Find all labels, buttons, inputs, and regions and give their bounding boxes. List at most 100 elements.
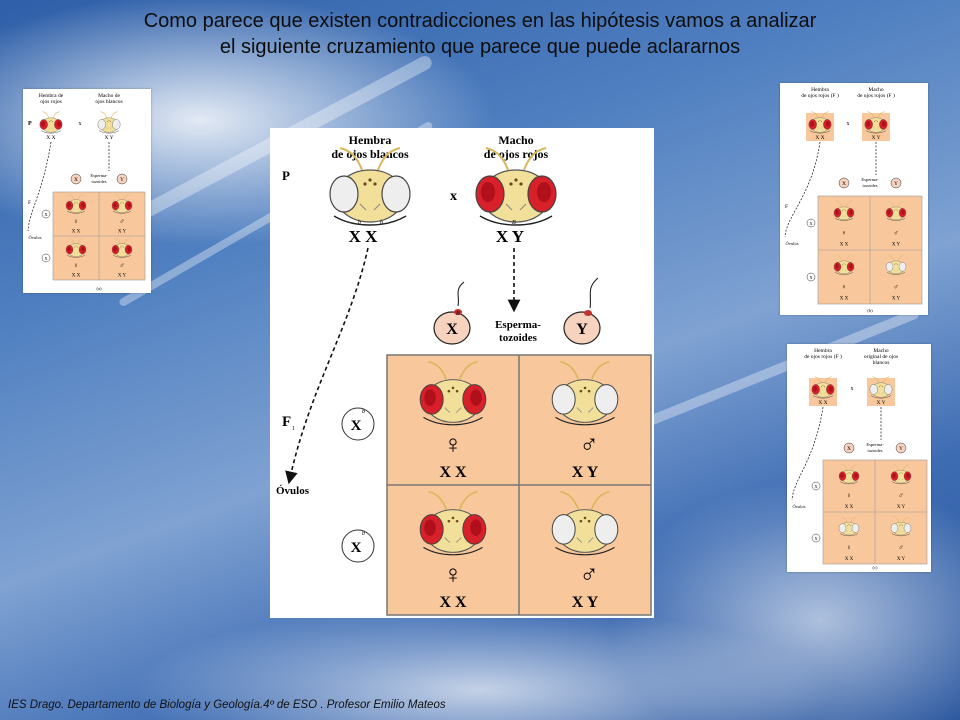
- female-symbol-icon: ♀: [846, 543, 851, 551]
- male-parent-label: ojos blancos: [95, 99, 122, 105]
- punnett-cell: ♀X X: [419, 490, 487, 611]
- male-red-eyed-fly-icon: [475, 147, 557, 226]
- offspring-genotype: X Y: [892, 297, 901, 302]
- generation-p-label: P: [28, 121, 32, 127]
- fly-head-icon: [419, 490, 487, 556]
- generation-p-label: P: [282, 168, 290, 183]
- offspring-genotype: X X: [72, 273, 81, 278]
- male-parent-genotype: X Y: [496, 227, 524, 246]
- egg-x-icon: [341, 529, 375, 563]
- male-symbol-icon: ♂: [898, 543, 903, 551]
- slide-title: Como parece que existen contradicciones …: [40, 8, 920, 60]
- punnett-cell: ♂ X Y: [551, 490, 619, 611]
- punnett-cell: ♂X Y: [551, 360, 619, 481]
- offspring-genotype: X X: [72, 229, 81, 234]
- generation-f1-subscript: 1: [292, 426, 295, 432]
- allele-superscript: b: [380, 220, 383, 226]
- female-parent-label: Hembra: [814, 348, 832, 354]
- allele-superscript: b: [358, 220, 361, 226]
- sperm-x-label: X: [847, 446, 851, 452]
- male-parent-label: Macho: [873, 348, 889, 354]
- offspring-genotype: X Y: [118, 229, 127, 234]
- sperm-y-label: Y: [576, 321, 588, 338]
- offspring-genotype: X Y: [897, 557, 906, 562]
- female-parent-genotype: X X: [818, 400, 827, 406]
- fly-head-icon: [65, 237, 87, 258]
- male-parent-label: original de ojos: [864, 354, 898, 360]
- female-parent-label: Hembra: [811, 87, 829, 93]
- female-symbol-icon: ♀: [841, 283, 846, 291]
- egg-x-label: X: [351, 540, 362, 556]
- fly-head-icon: [838, 516, 860, 537]
- female-parent-label: de ojos blancos: [331, 147, 409, 161]
- egg-x-label: X: [809, 275, 813, 280]
- male-parent-genotype: X Y: [871, 135, 880, 141]
- fly-head-icon: [833, 255, 855, 275]
- fly-head-icon: [811, 376, 835, 399]
- offspring-genotype: X X: [845, 505, 854, 510]
- sperm-x-label: X: [446, 321, 458, 338]
- female-white-eyed-fly-icon: [329, 147, 411, 226]
- allele-superscript: b: [362, 531, 365, 537]
- generation-f1-label: F: [28, 200, 31, 206]
- fly-head-icon: [869, 376, 893, 399]
- fly-head-icon: [419, 360, 487, 426]
- punnett-cell: ♀X X: [419, 360, 487, 481]
- offspring-genotype: X X: [845, 557, 854, 562]
- fly-head-icon: [551, 360, 619, 426]
- ovulos-label: Óvulos: [276, 485, 310, 497]
- male-parent-label: Macho: [498, 133, 533, 147]
- female-symbol-icon: ♀: [73, 218, 78, 226]
- ovulos-label: Óvulos: [785, 241, 798, 246]
- fly-head-icon: [885, 255, 907, 275]
- egg-x-label: X: [809, 221, 813, 226]
- fly-head-icon: [885, 201, 907, 221]
- female-parent-genotype: X X: [349, 227, 379, 246]
- female-parent-label: de ojos rojos (F ): [804, 353, 842, 360]
- male-symbol-icon: ♂: [119, 262, 124, 270]
- male-symbol-icon: ♂: [893, 229, 898, 237]
- cross-symbol: x: [851, 386, 854, 392]
- fly-head-icon: [111, 193, 133, 214]
- female-parent-label: ojos rojos: [40, 99, 62, 105]
- female-symbol-icon: ♀: [443, 430, 463, 459]
- sperm-y-label: Y: [120, 177, 124, 183]
- punnett-square: ♀X X♂X Y♀X X♂X Y: [386, 354, 652, 616]
- offspring-genotype: X Y: [572, 594, 599, 611]
- male-symbol-icon: ♂: [579, 560, 599, 589]
- male-symbol-icon: ♂: [893, 283, 898, 291]
- male-parent-label: Macho: [868, 87, 884, 93]
- egg-x-label: X: [44, 212, 48, 217]
- figure-caption: (a): [97, 286, 102, 291]
- sperm-label: Esperma-: [90, 173, 108, 178]
- sperm-y-label: Y: [899, 446, 903, 452]
- sperm-label: Esperma-: [495, 319, 541, 331]
- fly-head-icon: [808, 111, 832, 134]
- male-parent-genotype: X Y: [876, 400, 885, 406]
- footer-credit: IES Drago. Departamento de Biología y Ge…: [8, 699, 446, 711]
- female-symbol-icon: ♀: [443, 560, 463, 589]
- fly-head-icon: [890, 464, 912, 485]
- generation-f1-label: F: [282, 414, 291, 430]
- fly-head-icon: [864, 111, 888, 134]
- main-cross-svg: Hembra de ojos blancos Macho de ojos roj…: [276, 133, 652, 616]
- fly-head-icon: [551, 490, 619, 556]
- ovulos-label: Óvulos: [28, 235, 41, 240]
- allele-superscript: B: [456, 311, 460, 317]
- female-symbol-icon: ♀: [73, 262, 78, 270]
- generation-f1-label: F: [785, 204, 788, 210]
- female-parent-label: de ojos rojos (F ): [801, 92, 839, 99]
- female-parent-label: Hembra de: [39, 93, 64, 99]
- sperm-label: tozoides: [92, 179, 107, 184]
- fly-head-icon: [39, 111, 63, 134]
- male-parent-label: de ojos rojos (F ): [857, 92, 895, 99]
- ovule-arrow: [285, 247, 369, 485]
- fly-head-icon: [97, 111, 121, 134]
- sperm-label: Esperma-: [861, 177, 879, 182]
